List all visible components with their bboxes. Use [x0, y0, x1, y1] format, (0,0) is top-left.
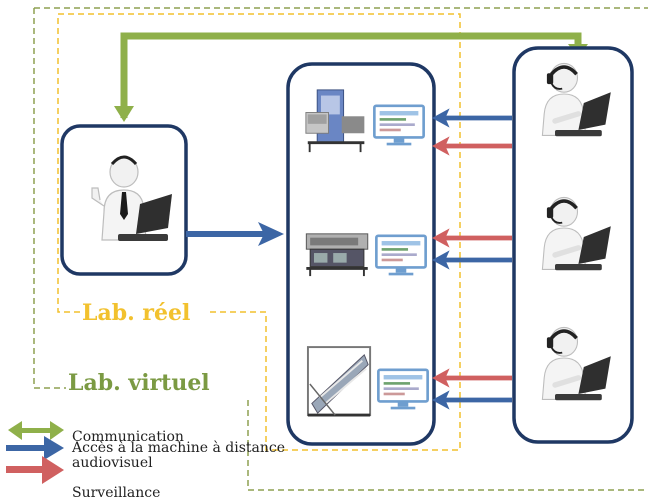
monitoring-arrow-1 — [432, 136, 512, 156]
legend-remote-access-label: Accès à la machine à distance — [72, 440, 286, 456]
monitoring-arrow-2 — [432, 228, 512, 248]
monitoring-arrow-3 — [432, 368, 512, 388]
legend-communication-arrow — [8, 421, 64, 440]
lab-machine-2-icon — [304, 232, 370, 278]
remote-access-arrow-2 — [432, 250, 512, 270]
legend-monitoring-arrow — [6, 456, 64, 484]
virtual-lab-label: Lab. virtuel — [68, 370, 210, 396]
remote-access-arrow-1 — [432, 108, 512, 128]
communication-link — [120, 32, 582, 118]
legend-monitoring-label: Surveillance — [72, 485, 161, 501]
real-lab-boundary — [57, 13, 461, 451]
remote-access-arrow-3 — [432, 390, 512, 410]
legend-remote-access-arrow — [6, 436, 64, 460]
communication-arrowhead-down-left — [114, 106, 134, 122]
legend-audiovisual-label: audiovisuel — [72, 455, 153, 471]
instructor-to-machines-arrow — [186, 222, 284, 246]
virtual-lab-boundary — [33, 7, 648, 491]
legend-communication-label: Communication — [72, 429, 184, 445]
real-lab-label: Lab. réel — [82, 300, 191, 326]
